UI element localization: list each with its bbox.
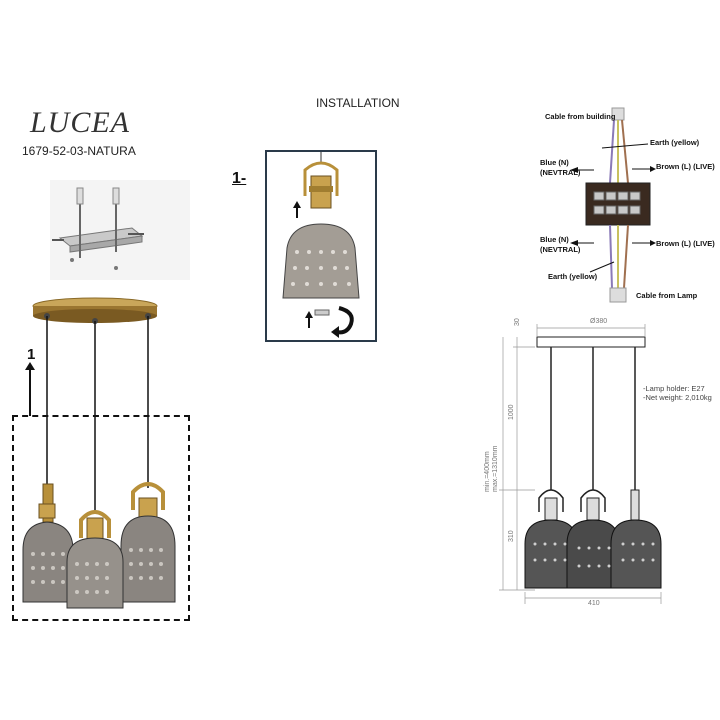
label-cable-from-building: Cable from building [545,112,616,121]
dim-canopy-diameter: Ø380 [590,318,608,325]
spec-net-weight: -Net weight: 2,010kg [643,393,712,402]
step-1-illustration [282,152,360,338]
up-arrow-icon [25,362,35,416]
dim-total-width: 410 [588,600,600,607]
lamp-illustration [22,297,176,609]
label-earth-top: Earth (yellow) [650,138,700,147]
installation-title: INSTALLATION [316,96,400,110]
label-cable-from-lamp: Cable from Lamp [636,291,698,300]
brand-name: LUCEA [30,106,131,139]
mounting-bracket-illustration [50,180,190,280]
dim-shade-height: 310 [508,530,515,542]
wiring-arrows [570,143,656,273]
label-blue-bottom-2: (NEVTRAL) [540,245,581,254]
technical-drawing [499,324,662,604]
label-earth-bottom: Earth (yellow) [548,272,598,281]
dim-cable-length: 1000 [508,404,515,420]
label-brown-bottom: Brown (L) (LIVE) [656,239,715,248]
step-1-label: 1- [232,170,247,187]
product-code: 1679-52-03-NATURA [22,144,136,158]
shade-highlight-box [12,415,190,621]
label-brown-top: Brown (L) (LIVE) [656,162,715,171]
label-blue-bottom-1: Blue (N) [540,235,569,244]
spec-lamp-holder: -Lamp holder: E27 [643,384,705,393]
dim-total-height: min.=400mm max.=1310mm [484,445,499,493]
side-step-label: 1 [27,346,36,363]
label-blue-top-1: Blue (N) [540,158,569,167]
label-blue-top-2: (NEVTRAL) [540,168,581,177]
dim-canopy-height: 30 [514,318,521,326]
wiring-diagram [585,107,651,303]
